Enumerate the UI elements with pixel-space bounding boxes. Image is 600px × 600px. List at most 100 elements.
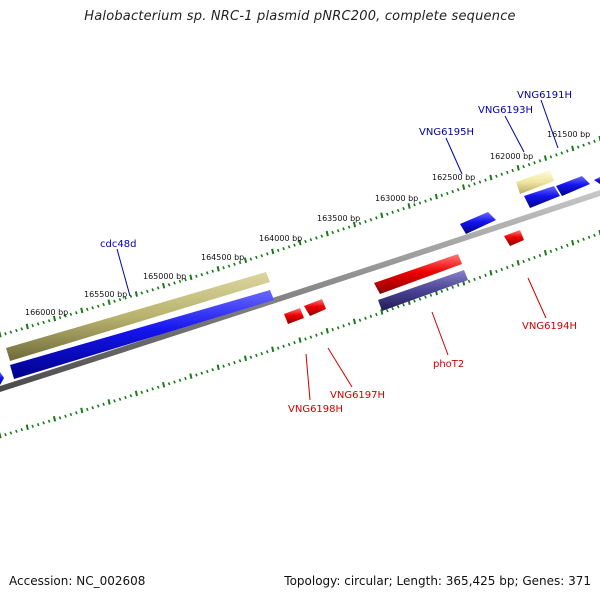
- minor-tick: [500, 267, 504, 272]
- major-tick: [352, 221, 357, 228]
- minor-tick: [249, 355, 253, 359]
- minor-tick: [178, 378, 182, 382]
- minor-tick: [31, 424, 35, 428]
- major-tick: [134, 390, 138, 397]
- gene-VNG6195H: [460, 212, 496, 234]
- minor-tick: [47, 419, 51, 423]
- major-tick: [516, 259, 520, 266]
- minor-tick: [527, 162, 531, 167]
- minor-tick: [484, 178, 487, 182]
- minor-tick: [124, 395, 127, 400]
- major-tick: [489, 174, 493, 181]
- minor-tick: [96, 304, 100, 308]
- minor-tick: [505, 265, 509, 270]
- minor-tick: [156, 385, 160, 389]
- minor-tick: [440, 193, 444, 198]
- minor-tick: [178, 279, 182, 284]
- minor-tick: [47, 319, 51, 323]
- leader-VNG6198H: [305, 353, 311, 401]
- minor-tick: [424, 295, 427, 299]
- minor-tick: [69, 412, 73, 417]
- minor-tick: [418, 201, 422, 205]
- minor-tick: [173, 281, 176, 285]
- minor-tick: [576, 239, 580, 244]
- minor-tick: [320, 234, 324, 238]
- minor-tick: [200, 371, 204, 375]
- minor-tick: [151, 288, 155, 292]
- minor-tick: [205, 369, 209, 374]
- minor-tick: [58, 315, 62, 320]
- minor-tick: [222, 266, 225, 270]
- minor-tick: [36, 422, 40, 427]
- minor-tick: [413, 299, 416, 303]
- minor-tick: [145, 289, 149, 294]
- minor-tick: [102, 402, 105, 406]
- minor-tick: [75, 411, 78, 415]
- minor-tick: [304, 337, 307, 341]
- leader-phoT2: [431, 311, 449, 356]
- minor-tick: [576, 145, 580, 149]
- minor-tick: [369, 314, 373, 319]
- major-tick: [243, 355, 248, 362]
- minor-tick: [184, 376, 187, 381]
- gene-VNG6194H: [504, 230, 524, 246]
- gene-cdc48d: [10, 290, 274, 379]
- minor-tick: [4, 332, 7, 336]
- minor-tick: [249, 257, 253, 261]
- minor-tick: [473, 277, 476, 282]
- tick-label: 163000 bp: [375, 194, 418, 203]
- minor-tick: [265, 252, 269, 256]
- minor-tick: [293, 340, 296, 345]
- major-tick: [189, 373, 193, 379]
- minor-tick: [538, 159, 542, 163]
- minor-tick: [587, 141, 591, 145]
- minor-tick: [233, 360, 236, 365]
- major-tick: [571, 239, 575, 246]
- tick-labels: 161500 bp 162000 bp 162500 bp 163000 bp …: [25, 130, 590, 317]
- major-tick: [80, 307, 84, 314]
- major-tick: [0, 331, 2, 338]
- minor-tick: [140, 291, 144, 295]
- minor-tick: [20, 327, 24, 331]
- minor-tick: [440, 289, 444, 293]
- minor-tick: [560, 151, 564, 155]
- minor-tick: [91, 406, 95, 410]
- minor-tick: [287, 245, 291, 249]
- minor-tick: [555, 153, 558, 157]
- minor-tick: [445, 287, 449, 291]
- minor-tick: [309, 238, 313, 242]
- major-tick: [543, 249, 548, 256]
- minor-tick: [20, 427, 24, 432]
- minor-tick: [533, 161, 536, 165]
- minor-tick: [342, 324, 345, 328]
- minor-tick: [233, 262, 236, 266]
- minor-tick: [102, 302, 105, 307]
- minor-tick: [4, 432, 7, 437]
- gene-labels: VNG6191H VNG6193H VNG6195H cdc48d VNG619…: [100, 90, 577, 415]
- minor-tick: [315, 333, 318, 337]
- gene-label-VNG6193H: VNG6193H: [478, 105, 533, 116]
- major-tick: [25, 323, 29, 330]
- minor-tick: [424, 199, 427, 203]
- major-tick: [352, 318, 357, 325]
- minor-tick: [418, 297, 422, 301]
- minor-tick: [456, 188, 460, 192]
- minor-tick: [549, 249, 553, 254]
- gene-right-edge: [594, 177, 600, 184]
- accession-text: Accession: NC_002608: [9, 574, 146, 588]
- minor-tick: [238, 260, 242, 265]
- major-tick: [325, 327, 329, 334]
- leader-VNG6194H: [527, 277, 547, 319]
- minor-tick: [495, 269, 498, 274]
- leader-cdc48d: [116, 248, 131, 297]
- gene-label-cdc48d: cdc48d: [100, 239, 136, 250]
- minor-tick: [129, 294, 133, 298]
- tick-label: 161500 bp: [547, 130, 590, 139]
- minor-tick: [9, 431, 13, 435]
- minor-tick: [347, 322, 351, 326]
- major-tick: [243, 257, 248, 264]
- major-tick: [462, 184, 466, 190]
- minor-tick: [58, 416, 62, 420]
- minor-tick: [156, 286, 160, 290]
- minor-tick: [342, 227, 345, 231]
